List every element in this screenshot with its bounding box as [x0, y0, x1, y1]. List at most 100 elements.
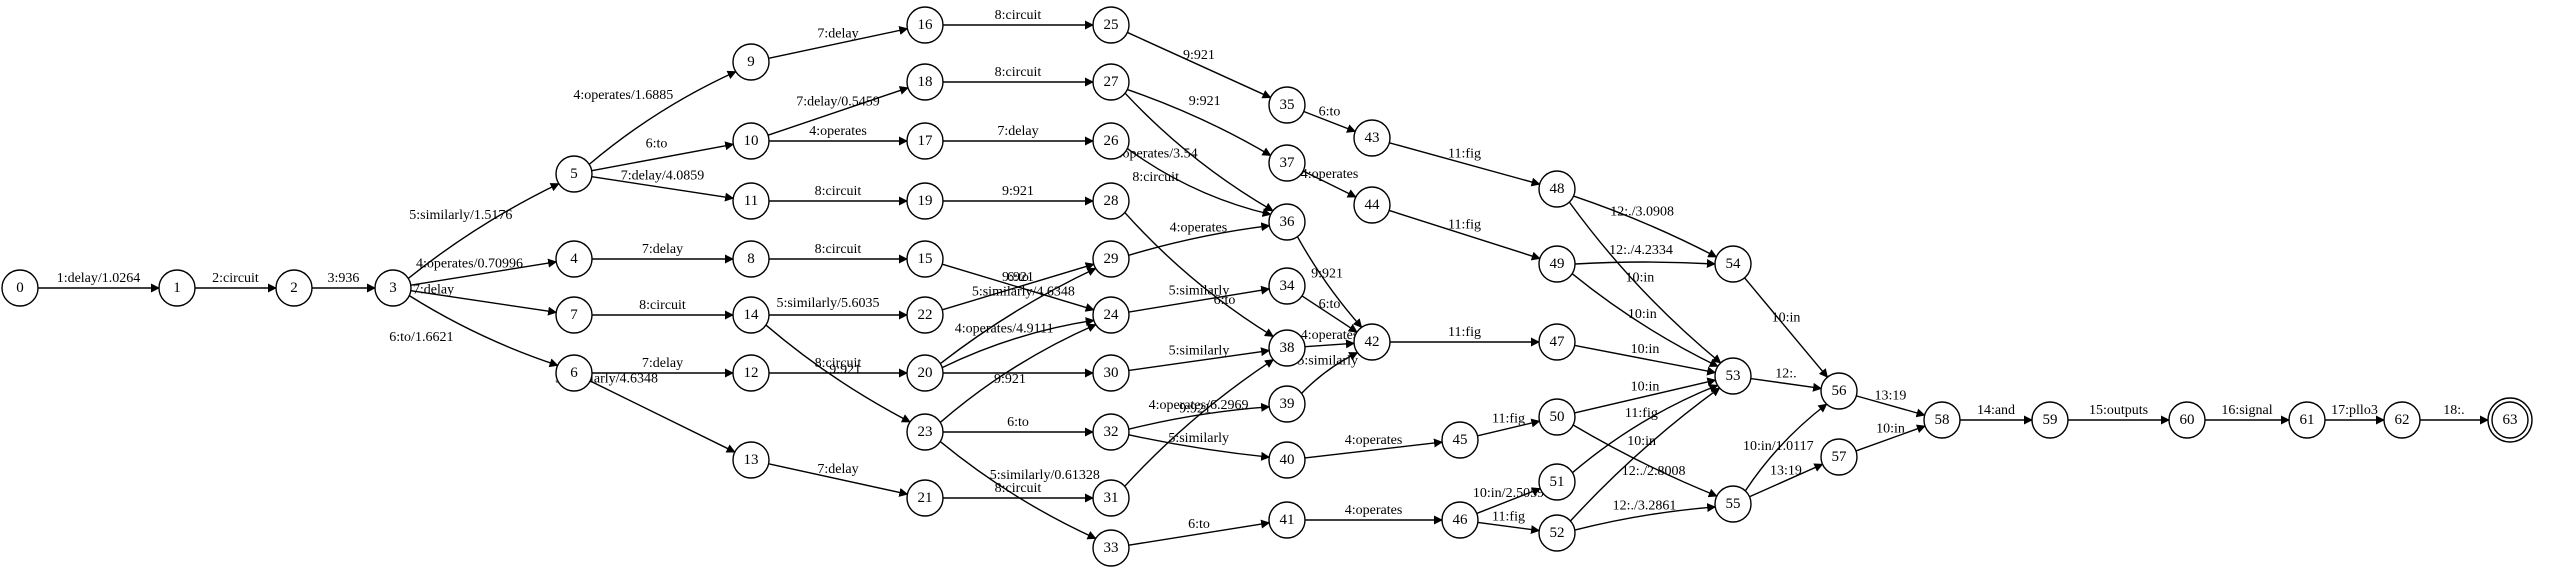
transition-label: 10:in/2.5059: [1473, 486, 1544, 501]
transition-11-to-19: 8:circuit: [769, 184, 908, 206]
transition-label: 14:and: [1977, 403, 2015, 418]
transition-23-to-24: [939, 323, 1097, 423]
state-42: 42: [1353, 323, 1391, 361]
state-circle: [1353, 119, 1391, 157]
transition-arrow: [942, 262, 1095, 311]
state-label: 23: [918, 424, 933, 440]
transition-48-to-54: 12:./3.0908: [1573, 195, 1718, 258]
state-label: 61: [2300, 412, 2315, 428]
state-circle: [2288, 401, 2326, 439]
state-label: 37: [1280, 155, 1296, 171]
state-label: 11: [744, 193, 758, 209]
transition-5-to-9: 4:operates/1.6885: [573, 70, 737, 165]
transition-27-to-36: 4:operates/3.54: [1112, 92, 1274, 212]
transition-41-to-46: 4:operates: [1305, 503, 1443, 525]
state-circle: [732, 354, 770, 392]
state-circle: [732, 296, 770, 334]
state-label: 43: [1365, 130, 1380, 146]
transition-arrow: [1743, 277, 1829, 378]
transition-label: 12:./4.2334: [1609, 243, 1673, 258]
transition-arrow: [1304, 438, 1444, 459]
state-label: 10: [744, 133, 759, 149]
state-circle: [1092, 529, 1130, 567]
state-43: 43: [1353, 119, 1391, 157]
state-label: 6: [570, 365, 578, 381]
start-state-circle: [1, 269, 39, 307]
transition-26-to-36: 8:circuit: [1126, 147, 1272, 217]
state-34: 34: [1268, 267, 1306, 305]
transition-label: 7:delay: [817, 27, 858, 42]
transition-label: 18:.: [2443, 403, 2464, 418]
state-circle: [906, 6, 944, 44]
state-label: 0: [16, 280, 24, 296]
transition-label: 12:./3.2861: [1613, 499, 1677, 514]
state-label: 3: [389, 280, 397, 296]
state-label: 49: [1550, 256, 1565, 272]
transition-52-to-55: 12:./3.2861: [1574, 499, 1717, 531]
transition-label: 4:operates/6.2969: [1149, 398, 1249, 413]
transition-20-to-29: 5:similarly/4.6348: [939, 267, 1097, 365]
transition-label: 5:similarly: [1169, 344, 1230, 359]
transition-label: 7:delay: [997, 124, 1038, 139]
transition-label: 11:fig: [1448, 325, 1481, 340]
transition-50-to-55: 12:./2.8008: [1572, 424, 1718, 498]
state-circle: [906, 122, 944, 160]
state-label: 57: [1832, 449, 1848, 465]
transition-23-to-32: 6:to: [943, 415, 1094, 437]
state-circle: [1714, 357, 1752, 395]
transition-48-to-53: 10:in: [1568, 201, 1722, 364]
transition-25-to-35: 9:921: [1127, 31, 1272, 99]
state-label: 54: [1726, 256, 1742, 272]
state-circle: [1268, 267, 1306, 305]
transition-label: 16:signal: [2221, 403, 2272, 418]
transition-label: 4:operates: [1345, 503, 1403, 518]
state-56: 56: [1820, 372, 1858, 410]
transition-58-to-59: 14:and: [1960, 403, 2033, 425]
state-13: 13: [732, 441, 770, 479]
state-label: 9: [747, 54, 755, 70]
transition-arrow: [407, 182, 560, 279]
state-circle: [1441, 501, 1479, 539]
transition-label: 10:in: [1772, 311, 1801, 326]
state-label: 41: [1280, 512, 1295, 528]
transition-10-to-18: 7:delay/0.5459: [767, 86, 909, 136]
transition-label: 8:circuit: [815, 356, 862, 371]
transition-arrow: [1572, 424, 1718, 498]
transition-arrow: [1856, 395, 1926, 418]
state-circle: [1092, 413, 1130, 451]
state-circle: [1441, 421, 1479, 459]
state-label: 53: [1726, 368, 1741, 384]
state-label: 30: [1104, 365, 1119, 381]
transition-arrow: [939, 267, 1097, 365]
transition-label: 6:to: [646, 137, 668, 152]
transition-arrow: [1855, 424, 1926, 452]
state-37: 37: [1268, 144, 1306, 182]
transition-arrow: [1127, 31, 1272, 99]
state-circle: [1714, 245, 1752, 283]
transition-label: 13:19: [1875, 389, 1907, 404]
transition-56-to-58: 13:19: [1856, 389, 1926, 418]
state-35: 35: [1268, 86, 1306, 124]
transition-label: 10:in: [1631, 342, 1660, 357]
transition-arrow: [1574, 344, 1717, 376]
transition-arrow: [1302, 170, 1357, 198]
transition-arrow: [1126, 147, 1272, 217]
state-2: 2: [275, 269, 313, 307]
state-circle: [374, 269, 412, 307]
state-circle: [1538, 323, 1576, 361]
transition-arrow: [1296, 236, 1363, 328]
state-62: 62: [2383, 401, 2421, 439]
transition-label: 6:to/1.6621: [389, 330, 453, 345]
transition-45-to-50: 11:fig: [1477, 412, 1541, 437]
transition-37-to-44: 4:operates: [1301, 167, 1358, 198]
state-circle: [1538, 170, 1576, 208]
transition-arrow: [1477, 521, 1541, 534]
state-61: 61: [2288, 401, 2326, 439]
state-22: 22: [906, 296, 944, 334]
state-circle: [1092, 182, 1130, 220]
state-label: 44: [1365, 197, 1381, 213]
state-circle: [1268, 203, 1306, 241]
transition-arrow: [1301, 295, 1358, 333]
transition-label: 11:fig: [1448, 218, 1481, 233]
transition-17-to-26: 7:delay: [943, 124, 1094, 146]
